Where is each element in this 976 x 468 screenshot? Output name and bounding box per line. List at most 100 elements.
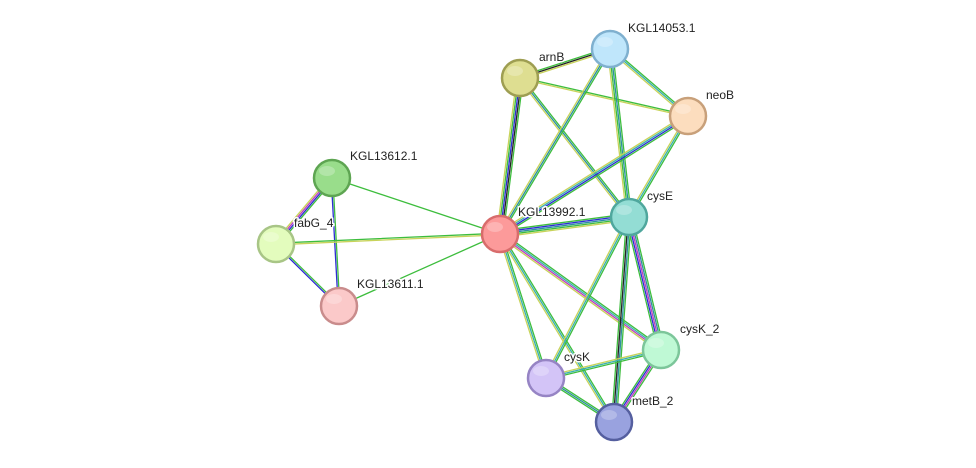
edge-evidence-line (497, 234, 614, 424)
node-label-kgl14053-1: KGL14053.1 (628, 21, 696, 35)
edge-evidence-line (499, 214, 630, 234)
edge-evidence-line (497, 233, 546, 380)
edge-evidence-line (610, 216, 628, 423)
node-circle-kgl13612-1[interactable] (312, 158, 352, 198)
nodes-layer (256, 29, 708, 442)
node-highlight (263, 232, 279, 242)
node-circle-cysk-2[interactable] (641, 330, 681, 370)
edge-evidence-line (545, 350, 663, 381)
edge-evidence-line (502, 77, 524, 236)
labels-layer: KGL13992.1KGL14053.1arnBneoBcysEKGL13612… (293, 20, 736, 410)
node-cysk-2[interactable] (641, 330, 681, 370)
edge-evidence-line (519, 76, 689, 116)
edge-evidence-line (625, 217, 659, 352)
edge-evidence-line (499, 216, 630, 235)
node-highlight (597, 37, 613, 47)
node-circle-kgl14053-1[interactable] (590, 29, 630, 69)
edge-evidence-line (499, 233, 547, 379)
edge-arnB-neoB[interactable] (519, 76, 689, 118)
node-circle-fabg-4[interactable] (256, 224, 296, 264)
edge-evidence-line (500, 232, 549, 379)
node-cyse[interactable] (609, 197, 649, 237)
node-circle-kgl13992-1[interactable] (480, 214, 520, 254)
edge-KGL14053.1-KGL13992.1[interactable] (497, 47, 613, 236)
edge-evidence-line (606, 48, 628, 218)
node-kgl13992-1[interactable] (480, 214, 520, 254)
node-metb-2[interactable] (594, 402, 634, 442)
edge-evidence-line (499, 219, 631, 238)
edge-evidence-line (500, 117, 690, 237)
edge-cysE-cysK[interactable] (543, 215, 632, 380)
edge-evidence-line (497, 235, 661, 353)
node-label-neob: neoB (706, 88, 734, 102)
edge-arnB-cysE[interactable] (518, 76, 631, 219)
node-kgl13611-1[interactable] (319, 286, 359, 326)
node-arnb[interactable] (500, 58, 540, 98)
edge-evidence-line (275, 232, 501, 244)
edge-KGL13992.1-cysE[interactable] (498, 213, 631, 238)
edge-evidence-line (543, 215, 629, 378)
node-label-cysk: cysK (564, 350, 590, 364)
edge-evidence-line (628, 216, 662, 351)
edge-cysK_2-cysK[interactable] (544, 347, 663, 381)
node-circle-kgl13611-1[interactable] (319, 286, 359, 326)
edge-KGL14053.1-cysE[interactable] (606, 48, 633, 218)
node-label-kgl13992-1: KGL13992.1 (518, 205, 586, 219)
edge-evidence-line (612, 216, 629, 423)
edge-evidence-line (498, 233, 662, 352)
edge-evidence-line (611, 48, 633, 218)
edge-evidence-line (500, 231, 664, 349)
node-cysk[interactable] (526, 358, 566, 398)
edge-evidence-line (519, 77, 630, 218)
node-highlight (487, 222, 503, 232)
edge-evidence-line (614, 216, 631, 423)
edge-evidence-line (499, 116, 690, 236)
node-highlight (326, 294, 342, 304)
node-circle-neob[interactable] (668, 96, 708, 136)
edge-cysE-metB_2[interactable] (610, 216, 633, 423)
node-kgl13612-1[interactable] (312, 158, 352, 198)
node-neob[interactable] (668, 96, 708, 136)
node-fabg-4[interactable] (256, 224, 296, 264)
node-label-kgl13612-1: KGL13612.1 (350, 149, 418, 163)
edge-evidence-line (499, 48, 611, 235)
edge-evidence-line (610, 48, 631, 218)
edge-evidence-line (520, 76, 631, 217)
edge-evidence-line (498, 113, 688, 233)
edge-neoB-KGL13992.1[interactable] (498, 113, 690, 237)
node-highlight (648, 338, 664, 348)
node-highlight (319, 166, 335, 176)
node-label-kgl13611-1: KGL13611.1 (357, 277, 424, 291)
edge-evidence-line (499, 233, 615, 423)
edge-KGL13992.1-cysK_2[interactable] (497, 231, 664, 353)
edge-evidence-line (545, 349, 662, 379)
edge-evidence-line (518, 78, 629, 219)
node-label-fabg-4: fabG_4 (294, 216, 334, 230)
node-circle-metb-2[interactable] (594, 402, 634, 442)
edge-KGL13992.1-metB_2[interactable] (497, 232, 617, 424)
node-circle-arnb[interactable] (500, 58, 540, 98)
edge-evidence-line (497, 47, 610, 234)
node-circle-cyse[interactable] (609, 197, 649, 237)
edge-evidence-line (631, 215, 665, 350)
edge-arnB-KGL13992.1[interactable] (496, 76, 524, 236)
edge-KGL13992.1-cysK[interactable] (497, 232, 549, 380)
edge-evidence-line (498, 213, 630, 232)
node-label-metb-2: metB_2 (632, 394, 674, 408)
edge-evidence-line (545, 216, 630, 379)
edge-fabG_4-KGL13992.1[interactable] (275, 232, 501, 246)
node-circle-cysk[interactable] (526, 358, 566, 398)
node-kgl14053-1[interactable] (590, 29, 630, 69)
edge-evidence-line (500, 232, 617, 422)
edge-evidence-line (628, 115, 689, 218)
edge-evidence-line (497, 77, 520, 235)
edge-evidence-line (331, 177, 501, 235)
edge-cysE-cysK_2[interactable] (625, 215, 665, 352)
edge-evidence-line (500, 49, 613, 236)
edge-evidence-line (499, 232, 663, 351)
edge-KGL13612.1-KGL13992.1[interactable] (331, 177, 501, 235)
node-label-cyse: cysE (647, 189, 673, 203)
edge-neoB-cysE[interactable] (626, 114, 691, 219)
edge-KGL13611.1-KGL13992.1[interactable] (338, 233, 501, 307)
